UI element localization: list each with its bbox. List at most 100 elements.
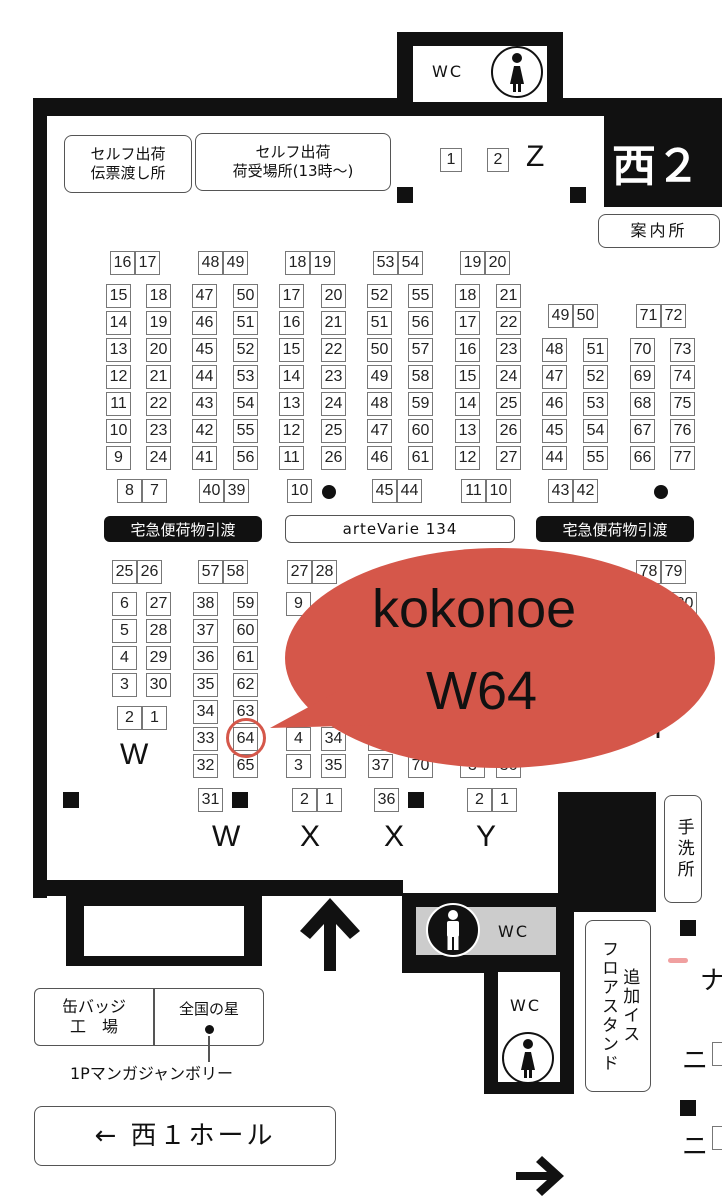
booth-cell[interactable]: 18 — [455, 284, 480, 308]
booth-cell[interactable]: 27 — [287, 560, 312, 584]
booth-cell[interactable]: 49 — [223, 251, 248, 275]
booth-cell[interactable]: 52 — [583, 365, 608, 389]
booth-cell[interactable]: 25 — [321, 419, 346, 443]
booth-cell[interactable]: 13 — [106, 338, 131, 362]
booth-cell[interactable]: 13 — [455, 419, 480, 443]
booth-cell[interactable]: 23 — [496, 338, 521, 362]
booth-cell[interactable]: 30 — [146, 673, 171, 697]
booth-cell[interactable]: 75 — [670, 392, 695, 416]
booth-cell[interactable]: 34 — [193, 700, 218, 724]
booth-cell[interactable]: 46 — [542, 392, 567, 416]
booth-cell[interactable]: 51 — [583, 338, 608, 362]
booth-cell[interactable]: 3 — [286, 754, 311, 778]
booth-cell[interactable]: 11 — [461, 479, 486, 503]
booth-cell[interactable]: 35 — [193, 673, 218, 697]
booth-cell[interactable]: 68 — [630, 392, 655, 416]
booth-cell[interactable]: 20 — [485, 251, 510, 275]
booth-cell[interactable]: 53 — [583, 392, 608, 416]
booth-cell[interactable]: 54 — [398, 251, 423, 275]
booth-cell[interactable]: 60 — [233, 619, 258, 643]
booth-cell[interactable]: 47 — [192, 284, 217, 308]
booth-cell[interactable]: 4 — [112, 646, 137, 670]
booth-cell[interactable]: 57 — [408, 338, 433, 362]
booth-cell[interactable]: 55 — [583, 446, 608, 470]
booth-cell[interactable]: 59 — [233, 592, 258, 616]
booth-cell[interactable]: 54 — [583, 419, 608, 443]
booth-cell[interactable]: 56 — [233, 446, 258, 470]
booth-cell[interactable]: 45 — [372, 479, 397, 503]
booth-cell[interactable]: 21 — [496, 284, 521, 308]
booth-cell[interactable]: 42 — [573, 479, 598, 503]
booth-cell[interactable]: 40 — [199, 479, 224, 503]
booth-cell[interactable]: 50 — [367, 338, 392, 362]
booth-cell[interactable]: 14 — [106, 311, 131, 335]
booth-cell[interactable]: 56 — [408, 311, 433, 335]
booth-cell[interactable]: 4 — [286, 727, 311, 751]
booth-cell[interactable]: 5 — [112, 619, 137, 643]
z-cell-1[interactable]: 1 — [440, 148, 462, 172]
booth-cell[interactable]: 57 — [198, 560, 223, 584]
booth-cell[interactable]: 22 — [496, 311, 521, 335]
booth-cell[interactable]: 17 — [279, 284, 304, 308]
z-cell-2[interactable]: 2 — [487, 148, 509, 172]
booth-cell[interactable]: 25 — [112, 560, 137, 584]
booth-cell[interactable]: 15 — [279, 338, 304, 362]
booth-cell[interactable]: 60 — [408, 419, 433, 443]
booth-cell[interactable]: 2 — [292, 788, 317, 812]
west1-hall-link[interactable]: ← 西１ホール — [34, 1106, 336, 1166]
booth-cell[interactable]: 71 — [636, 304, 661, 328]
booth-cell[interactable]: 24 — [496, 365, 521, 389]
booth-cell[interactable]: 67 — [630, 419, 655, 443]
booth-cell[interactable]: 37 — [368, 754, 393, 778]
booth-cell[interactable]: 1 — [142, 706, 167, 730]
booth-cell[interactable]: 7 — [142, 479, 167, 503]
booth-cell[interactable]: 17 — [135, 251, 160, 275]
booth-cell[interactable]: 25 — [496, 392, 521, 416]
booth-cell[interactable]: 79 — [661, 560, 686, 584]
booth-cell[interactable]: 14 — [279, 365, 304, 389]
booth-cell[interactable]: 27 — [146, 592, 171, 616]
booth-cell[interactable]: 52 — [367, 284, 392, 308]
booth-cell[interactable]: 36 — [374, 788, 399, 812]
booth-cell[interactable]: 53 — [373, 251, 398, 275]
booth-cell[interactable]: 15 — [106, 284, 131, 308]
booth-cell[interactable]: 18 — [285, 251, 310, 275]
booth-cell[interactable]: 48 — [542, 338, 567, 362]
booth-cell[interactable]: 19 — [460, 251, 485, 275]
booth-cell[interactable]: 41 — [192, 446, 217, 470]
booth-cell[interactable]: 55 — [408, 284, 433, 308]
booth-cell[interactable]: 22 — [146, 392, 171, 416]
booth-cell[interactable]: 38 — [193, 592, 218, 616]
booth-cell[interactable]: 10 — [106, 419, 131, 443]
booth-cell[interactable]: 47 — [367, 419, 392, 443]
booth-cell[interactable]: 44 — [542, 446, 567, 470]
booth-cell[interactable]: 59 — [408, 392, 433, 416]
booth-cell[interactable]: 65 — [233, 754, 258, 778]
booth-cell[interactable]: 58 — [408, 365, 433, 389]
booth-cell[interactable]: 47 — [542, 365, 567, 389]
booth-cell[interactable]: 44 — [192, 365, 217, 389]
booth-cell[interactable]: 18 — [146, 284, 171, 308]
booth-cell[interactable]: 19 — [146, 311, 171, 335]
booth-cell[interactable]: 16 — [279, 311, 304, 335]
booth-cell[interactable]: 46 — [367, 446, 392, 470]
booth-cell[interactable]: 73 — [670, 338, 695, 362]
booth-cell[interactable]: 76 — [670, 419, 695, 443]
booth-cell[interactable]: 48 — [367, 392, 392, 416]
booth-cell[interactable]: 44 — [397, 479, 422, 503]
booth-cell[interactable]: 26 — [137, 560, 162, 584]
booth-cell[interactable]: 46 — [192, 311, 217, 335]
booth-cell[interactable]: 12 — [279, 419, 304, 443]
booth-cell[interactable]: 13 — [279, 392, 304, 416]
booth-cell[interactable]: 45 — [542, 419, 567, 443]
booth-cell[interactable]: 26 — [321, 446, 346, 470]
booth-cell[interactable]: 50 — [233, 284, 258, 308]
booth-cell[interactable]: 29 — [146, 646, 171, 670]
booth-cell[interactable]: 12 — [455, 446, 480, 470]
booth-cell[interactable]: 62 — [233, 673, 258, 697]
booth-cell[interactable]: 35 — [321, 754, 346, 778]
booth-cell[interactable]: 72 — [661, 304, 686, 328]
booth-cell[interactable]: 14 — [455, 392, 480, 416]
booth-cell[interactable]: 21 — [321, 311, 346, 335]
booth-cell[interactable]: 9 — [106, 446, 131, 470]
